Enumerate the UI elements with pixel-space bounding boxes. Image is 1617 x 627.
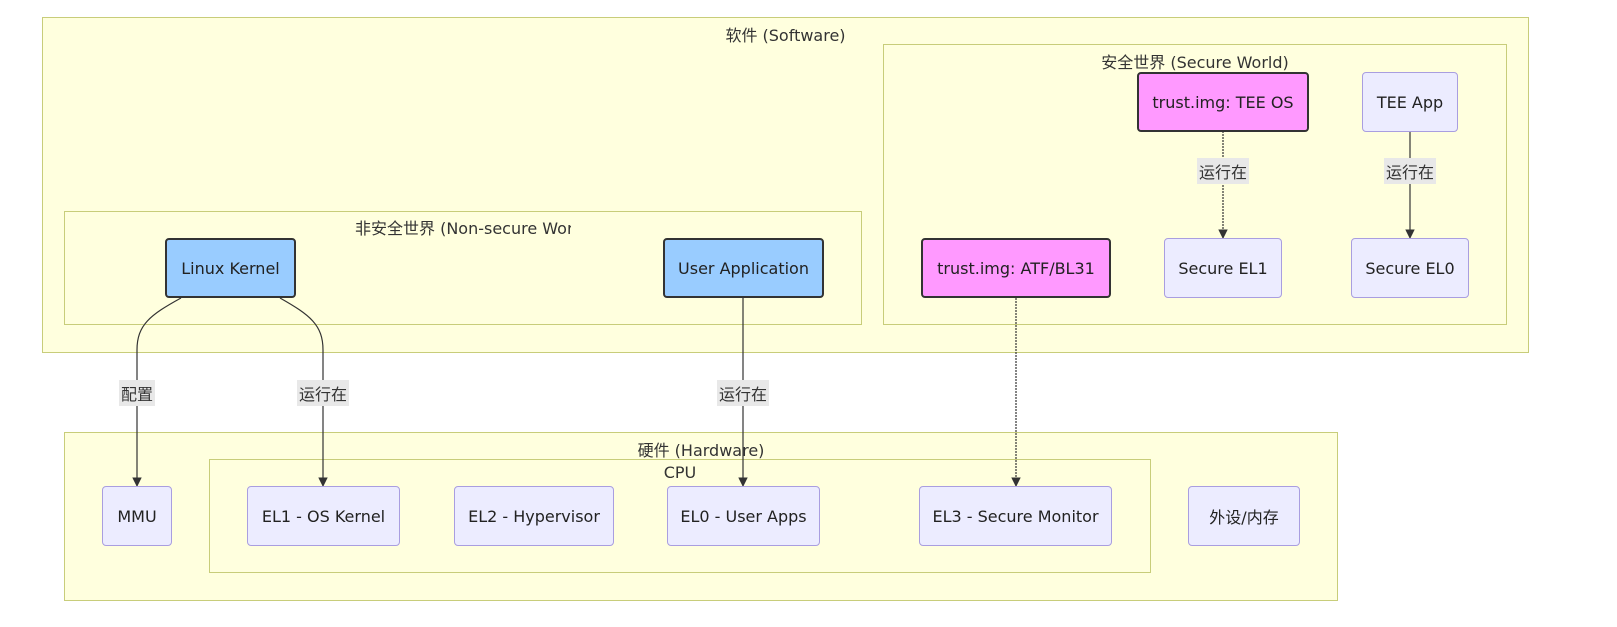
el3-secure-monitor-node[interactable]: EL3 - Secure Monitor bbox=[919, 486, 1112, 546]
secure-el1-node[interactable]: Secure EL1 bbox=[1164, 238, 1282, 298]
mmu-node[interactable]: MMU bbox=[102, 486, 172, 546]
el1-os-kernel-node[interactable]: EL1 - OS Kernel bbox=[247, 486, 400, 546]
linux-kernel-node[interactable]: Linux Kernel bbox=[165, 238, 296, 298]
edge-linux-kernel-to-mmu bbox=[132, 297, 182, 487]
cpu-cluster-label: CPU bbox=[663, 463, 697, 482]
edge-label-configure: 配置 bbox=[118, 380, 156, 406]
edge-linux-kernel-to-el1 bbox=[279, 297, 328, 487]
hardware-cluster-label: 硬件 (Hardware) bbox=[637, 441, 765, 460]
secure-world-cluster-label: 安全世界 (Secure World) bbox=[1101, 53, 1289, 72]
tee-app-node[interactable]: TEE App bbox=[1362, 72, 1458, 132]
edge-label-runs-on-el0: 运行在 bbox=[716, 380, 770, 406]
edge-label-runs-on-secure-el1: 运行在 bbox=[1196, 158, 1250, 184]
edge-label-runs-on-el1: 运行在 bbox=[296, 380, 350, 406]
peripherals-memory-node[interactable]: 外设/内存 bbox=[1188, 486, 1300, 546]
user-application-node[interactable]: User Application bbox=[663, 238, 824, 298]
trust-tee-os-node[interactable]: trust.img: TEE OS bbox=[1137, 72, 1309, 132]
secure-el0-node[interactable]: Secure EL0 bbox=[1351, 238, 1469, 298]
el2-hypervisor-node[interactable]: EL2 - Hypervisor bbox=[454, 486, 614, 546]
software-cluster-label: 软件 (Software) bbox=[725, 26, 846, 45]
nonsecure-world-cluster-label: 非安全世界 (Non-secure World) bbox=[355, 219, 571, 238]
edge-label-runs-on-secure-el0: 运行在 bbox=[1383, 158, 1437, 184]
trust-atf-node[interactable]: trust.img: ATF/BL31 bbox=[921, 238, 1111, 298]
el0-user-apps-node[interactable]: EL0 - User Apps bbox=[667, 486, 820, 546]
